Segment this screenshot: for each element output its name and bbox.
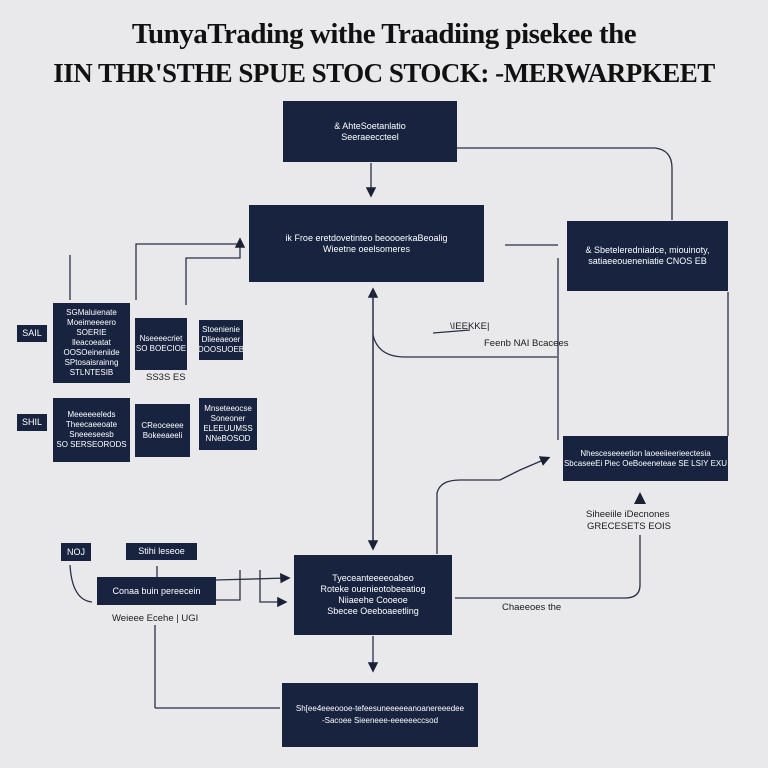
node-top: & AhteSoetanlatio Seeraeeccteel: [283, 101, 457, 162]
node-bottom-left-small: NOJ: [61, 543, 91, 561]
label-bottom-left-caption: Weieee Ecehe | UGI: [112, 613, 199, 624]
title-line-1: TunyaTrading withe Traadiing pisekee the: [131, 18, 637, 50]
node-mid-a-caption: SS3S ES: [146, 372, 186, 383]
title-line-2: IIN THR'STHE SPUE STOC STOCK: -MERWARPKE…: [53, 58, 715, 88]
node-bottom-left-box: Conaa buin pereecein: [97, 577, 216, 605]
node-mid-a: Nseeeecriet SO BOECIOE: [135, 318, 187, 370]
connector-mid-right: [372, 334, 557, 358]
label-right-flow: Chaeeoes the: [502, 602, 562, 613]
connector-left-bracket: [135, 243, 238, 300]
node-bottom: Sh[ee4eeeoooe-tefeesuneeeeeanoanereeedee…: [282, 683, 478, 747]
label-fast-note: Feenb NAI Bcacees: [484, 338, 569, 349]
node-right-upper: & Sbeteleredniadce, miouinoty, satiaeeou…: [567, 221, 728, 291]
node-small-b: Mnseteeocse Soneoner ELEEUUMSS NNeBOSOD: [199, 398, 257, 450]
warning-icon: [634, 492, 646, 504]
node-left-tag-a: SAIL: [17, 325, 47, 342]
node-right-lower: Nhesceseeeetion laoeeiieerieectesia Sbca…: [563, 436, 728, 481]
node-left-tag-b: SHIL: [17, 414, 47, 431]
connector-top-right: [457, 147, 673, 220]
node-center: ik Froe eretdovetinteo beoooerkaBeoalig …: [249, 205, 484, 282]
label-arrow-note: \IEEKKE|: [450, 321, 490, 332]
node-bottom-left-tag: Stihi leseoe: [126, 543, 197, 560]
label-warn-line2: GRECESETS EOIS: [587, 521, 671, 532]
node-center-low: Tyeceanteeeeoabeo Roteke ouenieotobeeati…: [294, 555, 452, 635]
node-left-a: SGMaluienate Moeimeeeero SOERIE lleacoea…: [53, 303, 130, 383]
connector-bottom-left: [69, 564, 93, 603]
node-left-b: Meeeeeeleds Theecaeeoate Sneeeseesb SO S…: [53, 398, 130, 462]
node-mid-b: CReoceeee Bokeeaeeli: [135, 404, 190, 457]
label-warn-line1: Siheeiile iDecnones: [586, 509, 670, 520]
node-small-a: Stoenienie Dlieeaeoer DOOSUOEB: [199, 320, 243, 360]
connector-low-right: [436, 456, 551, 554]
connector-right-low: [455, 535, 641, 599]
